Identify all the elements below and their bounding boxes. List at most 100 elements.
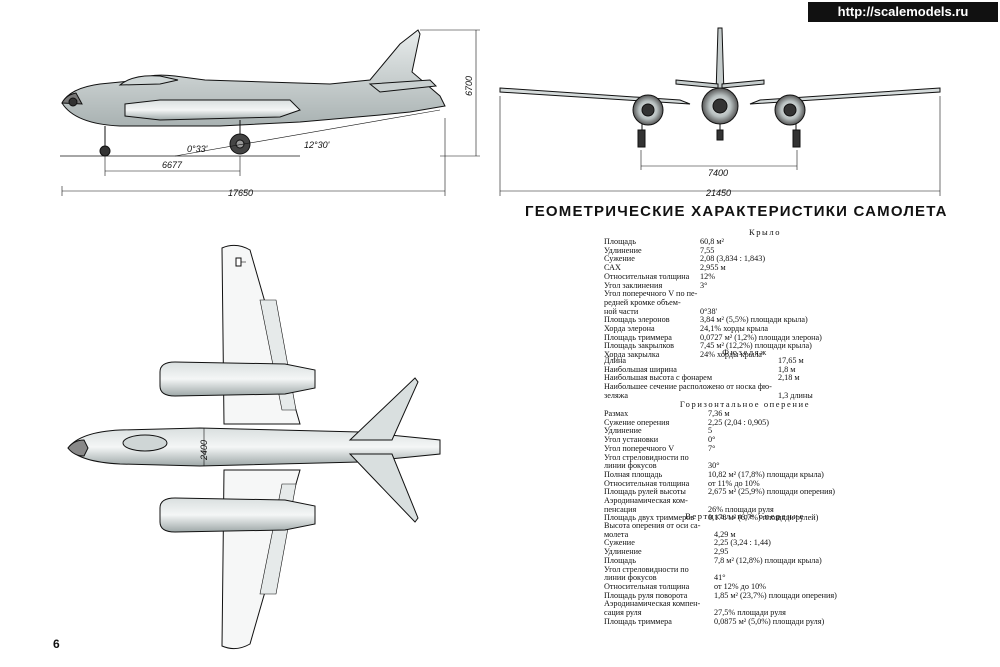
spec-row: зеляжа 1,3 длины — [604, 390, 813, 401]
spec-value: 17,65 м — [778, 356, 804, 365]
spec-row: Удлинение 5 — [604, 427, 835, 436]
spec-label: Относительная толщина — [604, 581, 690, 591]
spec-label: Относительная толщина — [604, 478, 690, 488]
spec-row: Удлинение 2,95 — [604, 547, 837, 557]
spec-value: 27,5% площади руля — [714, 608, 786, 618]
spec-label: Хорда закрылка — [604, 350, 660, 360]
spec-row: пенсация 26% площади руля — [604, 504, 835, 515]
spec-label: сация руля — [604, 608, 642, 618]
spec-row: Относительная толщина от 12% до 10% — [604, 581, 837, 592]
spec-row: Хорда закрылка 24% хорды крыла — [604, 350, 822, 360]
section-title-wing: Крыло — [748, 227, 782, 237]
spec-label: Наибольшее сечение расположено от носка … — [604, 382, 772, 392]
spec-value: 0° — [708, 435, 716, 445]
spec-value: 30° — [708, 461, 720, 471]
spec-label: Площадь триммера — [604, 616, 672, 626]
spec-value: 7,45 м² (12,2%) площади крыла) — [700, 341, 812, 351]
spec-label: Размах — [604, 409, 629, 418]
side-view — [60, 29, 480, 196]
spec-label: Хорда элерона — [604, 324, 655, 334]
spec-value: 2,18 м — [778, 373, 800, 383]
spec-value: 0°38' — [700, 306, 718, 316]
spec-row: Наибольшее сечение расположено от носка … — [604, 382, 813, 392]
side-wheelbase-dim: 6677 — [162, 160, 183, 170]
spec-value: 0,0875 м² (5,0%) площади руля) — [714, 616, 825, 626]
spec-row: Угол стреловидности по — [604, 565, 837, 575]
spec-label: Удлинение — [604, 547, 642, 557]
spec-label: Площадь — [604, 237, 636, 246]
spec-row: Наибольшая ширина 1,8 м — [604, 364, 813, 375]
spec-value: 2,95 — [714, 547, 729, 557]
spec-row: Угол стреловидности по — [604, 453, 835, 463]
spec-value: 7° — [708, 443, 716, 453]
spec-label: Высота оперения от оси са- — [604, 521, 701, 530]
front-view — [499, 27, 941, 196]
top-view — [67, 244, 441, 650]
spec-value: 1,3 длины — [778, 390, 813, 400]
spec-value: 24,1% хорды крыла — [700, 324, 769, 334]
spec-value: 3,84 м² (5,5%) площади крыла) — [700, 315, 808, 325]
spec-value: 41° — [714, 573, 726, 583]
spec-label: Удлинение — [604, 426, 642, 436]
spec-label: Угол поперечного V — [604, 443, 675, 453]
spec-value: 5 — [708, 426, 713, 436]
spec-value: 3° — [700, 280, 708, 290]
spec-label: пенсация — [604, 504, 637, 514]
spec-label: Удлинение — [604, 245, 642, 255]
side-angle-1-dim: 0°33' — [187, 144, 208, 154]
spec-value: от 11% до 10% — [708, 478, 760, 488]
front-track-dim: 7400 — [708, 168, 728, 178]
spec-row: Относительная толщина от 11% до 10% — [604, 478, 835, 489]
spec-row: линии фокусов 41° — [604, 574, 837, 583]
spec-value: 2,955 м — [700, 263, 726, 273]
spec-row: Площадь триммера 0,0875 м² (5,0%) площади… — [604, 616, 837, 627]
spec-value: 2,25 (3,24 : 1,44) — [714, 538, 771, 548]
spec-label: Площадь руля поворота — [604, 590, 688, 600]
spec-label: Угол заклинения — [604, 280, 663, 290]
spec-label: ной части — [604, 306, 639, 316]
spec-label: САХ — [604, 263, 621, 273]
spec-value: 7,55 — [700, 245, 715, 255]
spec-value: 1,8 м — [778, 364, 796, 374]
spec-label: Угол установки — [604, 435, 659, 445]
spec-value: 4,29 м — [714, 529, 736, 539]
spec-row: Угол заклинения 3° — [604, 280, 822, 291]
spec-row: Аэродинамическая ком- — [604, 496, 835, 506]
spec-label: Площадь — [604, 555, 636, 565]
spec-value: 0,178 м² (6,7%) площади рулей) — [708, 513, 819, 523]
spec-value: 24% хорды крыла — [700, 350, 762, 360]
spec-label: Наибольшая ширина — [604, 364, 677, 374]
spec-label: Площадь двух триммеров — [604, 513, 695, 523]
spec-value: от 12% до 10% — [714, 581, 766, 591]
spec-row: Площадь двух триммеров 0,178 м² (6,7%) пл… — [604, 514, 835, 523]
spec-value: 26% площади руля — [708, 504, 774, 514]
spec-label: зеляжа — [604, 390, 629, 400]
spec-label: Наибольшая высота с фонарем — [604, 373, 713, 383]
spec-value: 0,0727 м² (1,2%) площади элерона) — [700, 332, 822, 342]
spec-label: Сужение оперения — [604, 417, 670, 427]
spec-label: молета — [604, 529, 629, 539]
spec-value: 1,85 м² (23,7%) площади оперения) — [714, 590, 837, 600]
spec-label: линии фокусов — [604, 573, 657, 583]
spec-label: Угол поперечного V по пе- — [604, 289, 698, 299]
spec-row: Высота оперения от оси са- — [604, 521, 837, 531]
spec-value: 2,08 (3,834 : 1,843) — [700, 254, 766, 264]
side-length-dim: 17650 — [228, 188, 253, 198]
spec-label: Аэродинамическая ком- — [604, 496, 688, 506]
side-angle-2-dim: 12°30' — [304, 140, 330, 150]
top-width-dim: 2400 — [199, 440, 209, 461]
spec-value: 60,8 м² — [700, 237, 725, 246]
section-title-vtail: Вертикальное оперение — [685, 511, 805, 521]
